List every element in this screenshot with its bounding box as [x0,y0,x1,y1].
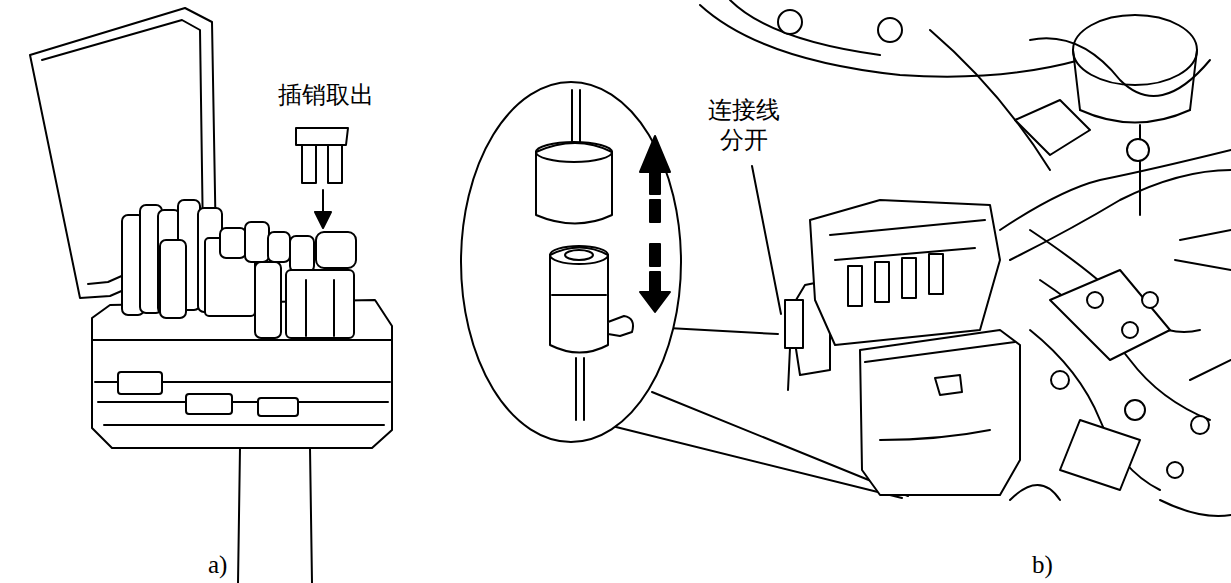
removed-plug [296,128,348,228]
panel-caption: a) [208,549,227,580]
engine-bay [700,0,1231,516]
fuse-box [30,8,392,583]
panel-caption: b) [1032,549,1053,580]
part-label: 连接线 分开 [704,95,783,155]
part-label: 插销取出 [278,80,374,110]
